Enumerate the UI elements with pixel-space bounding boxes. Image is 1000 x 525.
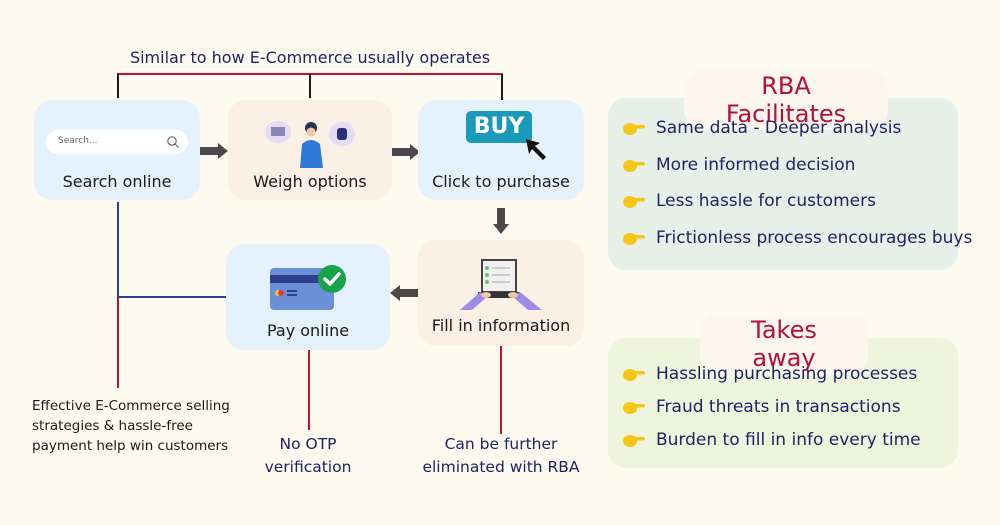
list-item: Hassling purchasing processes bbox=[622, 364, 917, 384]
search-placeholder: Search... bbox=[58, 136, 98, 146]
list-item: Frictionless process encourages buys bbox=[622, 228, 972, 248]
note-line: payment help win customers bbox=[32, 438, 229, 454]
note-line: Can be further bbox=[444, 435, 558, 453]
note-pay: No OTP verification bbox=[248, 433, 368, 479]
search-icon bbox=[167, 136, 179, 148]
step-label: Search online bbox=[62, 172, 172, 191]
bracket-tick bbox=[117, 74, 119, 98]
facilitates-title: RBA Facilitates bbox=[684, 70, 888, 130]
note-line: No OTP bbox=[279, 435, 337, 453]
list-item-text: More informed decision bbox=[656, 154, 856, 175]
arrow-right-icon bbox=[200, 143, 228, 159]
connector-line bbox=[198, 296, 226, 298]
note-line: Effective E-Commerce selling bbox=[32, 398, 230, 414]
note-left: Effective E-Commerce selling strategies … bbox=[32, 396, 230, 456]
list-item-text: Less hassle for customers bbox=[656, 191, 876, 211]
pointing-hand-icon bbox=[622, 193, 646, 209]
connector-line bbox=[117, 202, 119, 298]
list-item: Burden to fill in info every time bbox=[622, 430, 921, 450]
takes-away-title: Takes away bbox=[700, 314, 868, 374]
arrow-right-icon bbox=[392, 144, 420, 160]
pointing-hand-icon bbox=[622, 230, 646, 246]
pointing-hand-icon bbox=[622, 366, 646, 382]
list-item-text: Hassling purchasing processes bbox=[656, 364, 918, 384]
note-line: verification bbox=[264, 458, 352, 476]
note-line: strategies & hassle-free bbox=[32, 418, 193, 434]
connector-line bbox=[500, 346, 502, 434]
list-item: Fraud threats in transactions bbox=[622, 397, 901, 417]
pointing-hand-icon bbox=[622, 157, 646, 173]
list-item: Same data - Deeper analysis bbox=[622, 118, 901, 138]
list-item: Less hassle for customers bbox=[622, 191, 876, 211]
step-label: Click to purchase bbox=[432, 172, 570, 191]
step-label: Fill in information bbox=[431, 316, 571, 335]
list-item: More informed decision bbox=[622, 155, 855, 175]
search-bar: Search... bbox=[46, 130, 188, 154]
buy-button-illustration: BUY bbox=[466, 111, 532, 143]
list-item-text: Same data - Deeper analysis bbox=[656, 118, 902, 138]
list-item-text: Fraud threats in transactions bbox=[656, 397, 901, 417]
step-label: Weigh options bbox=[253, 172, 367, 191]
note-line: eliminated with RBA bbox=[422, 458, 580, 476]
cursor-icon bbox=[526, 139, 546, 160]
pointing-hand-icon bbox=[622, 432, 646, 448]
list-item-text: Frictionless process encourages buys bbox=[656, 227, 973, 248]
list-item-text: Burden to fill in info every time bbox=[656, 430, 921, 450]
bracket-tick bbox=[501, 74, 503, 100]
pointing-hand-icon bbox=[622, 120, 646, 136]
connector-line bbox=[117, 298, 119, 388]
bracket-tick bbox=[309, 74, 311, 98]
step-label: Pay online bbox=[266, 321, 350, 340]
flow-caption: Similar to how E-Commerce usually operat… bbox=[129, 48, 491, 67]
laptop-form-icon bbox=[460, 259, 542, 310]
person-thinking-icon bbox=[265, 121, 355, 168]
note-fill: Can be further eliminated with RBA bbox=[420, 433, 582, 479]
connector-line bbox=[308, 350, 310, 430]
connector-line bbox=[117, 296, 198, 298]
credit-card-check-icon bbox=[270, 265, 346, 310]
arrow-down-icon bbox=[493, 208, 509, 234]
arrow-left-icon bbox=[390, 285, 418, 301]
pointing-hand-icon bbox=[622, 399, 646, 415]
